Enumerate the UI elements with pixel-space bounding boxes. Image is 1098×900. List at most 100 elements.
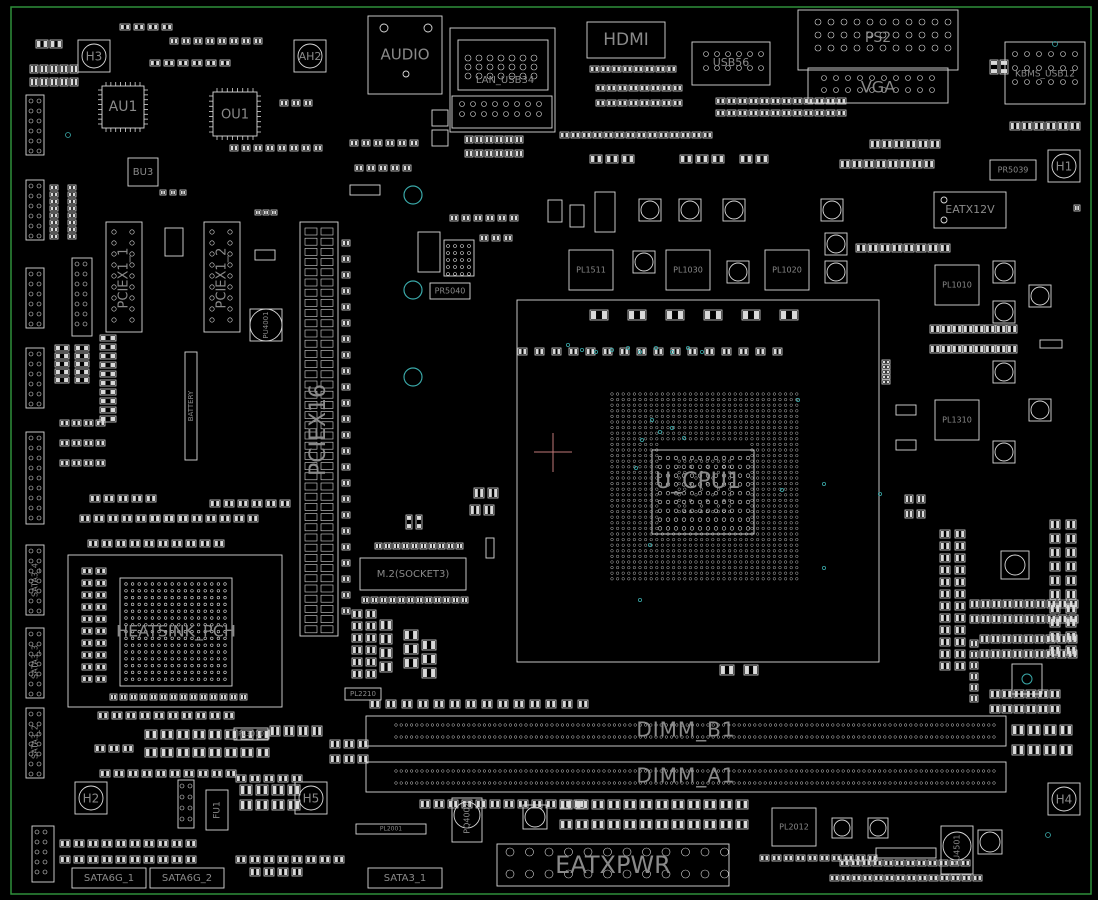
smd-pad bbox=[34, 79, 37, 85]
pin bbox=[763, 735, 767, 739]
pin bbox=[867, 735, 871, 739]
smd-body bbox=[497, 699, 509, 709]
pin bbox=[304, 258, 318, 266]
smd-component bbox=[115, 855, 127, 864]
pin bbox=[1048, 65, 1054, 71]
smd-component bbox=[95, 459, 106, 467]
ball bbox=[683, 549, 687, 553]
pin bbox=[150, 595, 154, 600]
pin bbox=[685, 735, 689, 739]
ball bbox=[655, 515, 659, 519]
smd-component bbox=[379, 619, 393, 631]
smd-body bbox=[397, 139, 407, 147]
smd-pad bbox=[986, 616, 989, 622]
ball bbox=[610, 392, 614, 396]
smd-pad bbox=[184, 731, 188, 738]
smd-component bbox=[672, 84, 683, 92]
pin bbox=[36, 741, 42, 747]
ball bbox=[744, 414, 748, 418]
ball bbox=[683, 560, 687, 564]
smd-body bbox=[379, 633, 393, 645]
smd-pad bbox=[966, 861, 969, 865]
ball bbox=[716, 571, 720, 575]
smd-pad bbox=[472, 701, 475, 707]
smd-body bbox=[421, 653, 437, 665]
pin bbox=[183, 650, 187, 654]
pin bbox=[34, 839, 40, 845]
pin bbox=[36, 311, 42, 317]
smd-body bbox=[341, 479, 351, 487]
ball bbox=[767, 504, 771, 508]
smd-component bbox=[428, 542, 437, 550]
via bbox=[650, 417, 655, 422]
smd-pad bbox=[961, 531, 964, 537]
smd-pad bbox=[711, 821, 715, 828]
smd-body bbox=[589, 65, 600, 73]
pin bbox=[150, 589, 154, 593]
smd-body bbox=[960, 859, 971, 867]
ball bbox=[649, 504, 653, 508]
ball bbox=[610, 571, 614, 575]
pin bbox=[713, 517, 719, 522]
smd-pad bbox=[226, 749, 230, 756]
smd-body bbox=[129, 855, 141, 864]
smd-pad bbox=[399, 141, 402, 145]
smd-component bbox=[881, 139, 893, 149]
pin bbox=[137, 663, 141, 668]
pin bbox=[28, 223, 34, 229]
pin bbox=[618, 723, 622, 727]
pin bbox=[814, 44, 822, 52]
smd-body bbox=[1013, 614, 1024, 624]
smd-pad bbox=[591, 67, 594, 71]
smd-component bbox=[1009, 121, 1021, 131]
smd-pad bbox=[61, 857, 64, 862]
smd-body bbox=[603, 131, 614, 139]
pin bbox=[472, 769, 476, 773]
smd-body bbox=[665, 309, 685, 321]
smd-pad bbox=[609, 133, 612, 137]
smd-body bbox=[107, 514, 119, 523]
ball bbox=[655, 543, 659, 547]
smd-component bbox=[917, 139, 929, 149]
smd-pad bbox=[221, 516, 224, 521]
ball bbox=[772, 543, 776, 547]
smd-component bbox=[287, 799, 301, 811]
ball bbox=[772, 521, 776, 525]
smd-pad bbox=[110, 408, 115, 412]
ball bbox=[789, 470, 793, 474]
pin bbox=[197, 595, 201, 600]
smd-body bbox=[585, 347, 596, 356]
smd-pad bbox=[363, 141, 366, 145]
ball bbox=[705, 554, 709, 558]
smd-pad bbox=[942, 346, 945, 352]
smd-pad bbox=[552, 801, 555, 807]
smd-pad bbox=[447, 598, 449, 602]
pin bbox=[789, 769, 793, 773]
smd-pad bbox=[390, 598, 392, 602]
smd-pad bbox=[367, 635, 370, 641]
smd-body bbox=[939, 625, 951, 635]
ball bbox=[789, 510, 793, 514]
pin bbox=[524, 769, 528, 773]
smd-pad bbox=[574, 349, 577, 354]
via bbox=[822, 481, 827, 486]
smd-pad bbox=[635, 67, 638, 71]
pin bbox=[170, 623, 174, 627]
via bbox=[610, 347, 615, 352]
pin bbox=[713, 508, 719, 513]
pin bbox=[170, 582, 174, 586]
pin bbox=[805, 735, 809, 739]
smd-body bbox=[49, 233, 59, 240]
pin bbox=[713, 464, 719, 469]
pin bbox=[28, 455, 34, 461]
pin bbox=[164, 670, 168, 675]
smd-pad bbox=[630, 101, 633, 105]
smd-body bbox=[484, 135, 494, 144]
ball bbox=[644, 459, 648, 463]
ball bbox=[767, 482, 771, 486]
smd-pad bbox=[975, 616, 978, 622]
smd-pad bbox=[135, 25, 138, 29]
pin bbox=[560, 735, 564, 739]
pin bbox=[82, 271, 88, 277]
ball bbox=[700, 487, 704, 491]
